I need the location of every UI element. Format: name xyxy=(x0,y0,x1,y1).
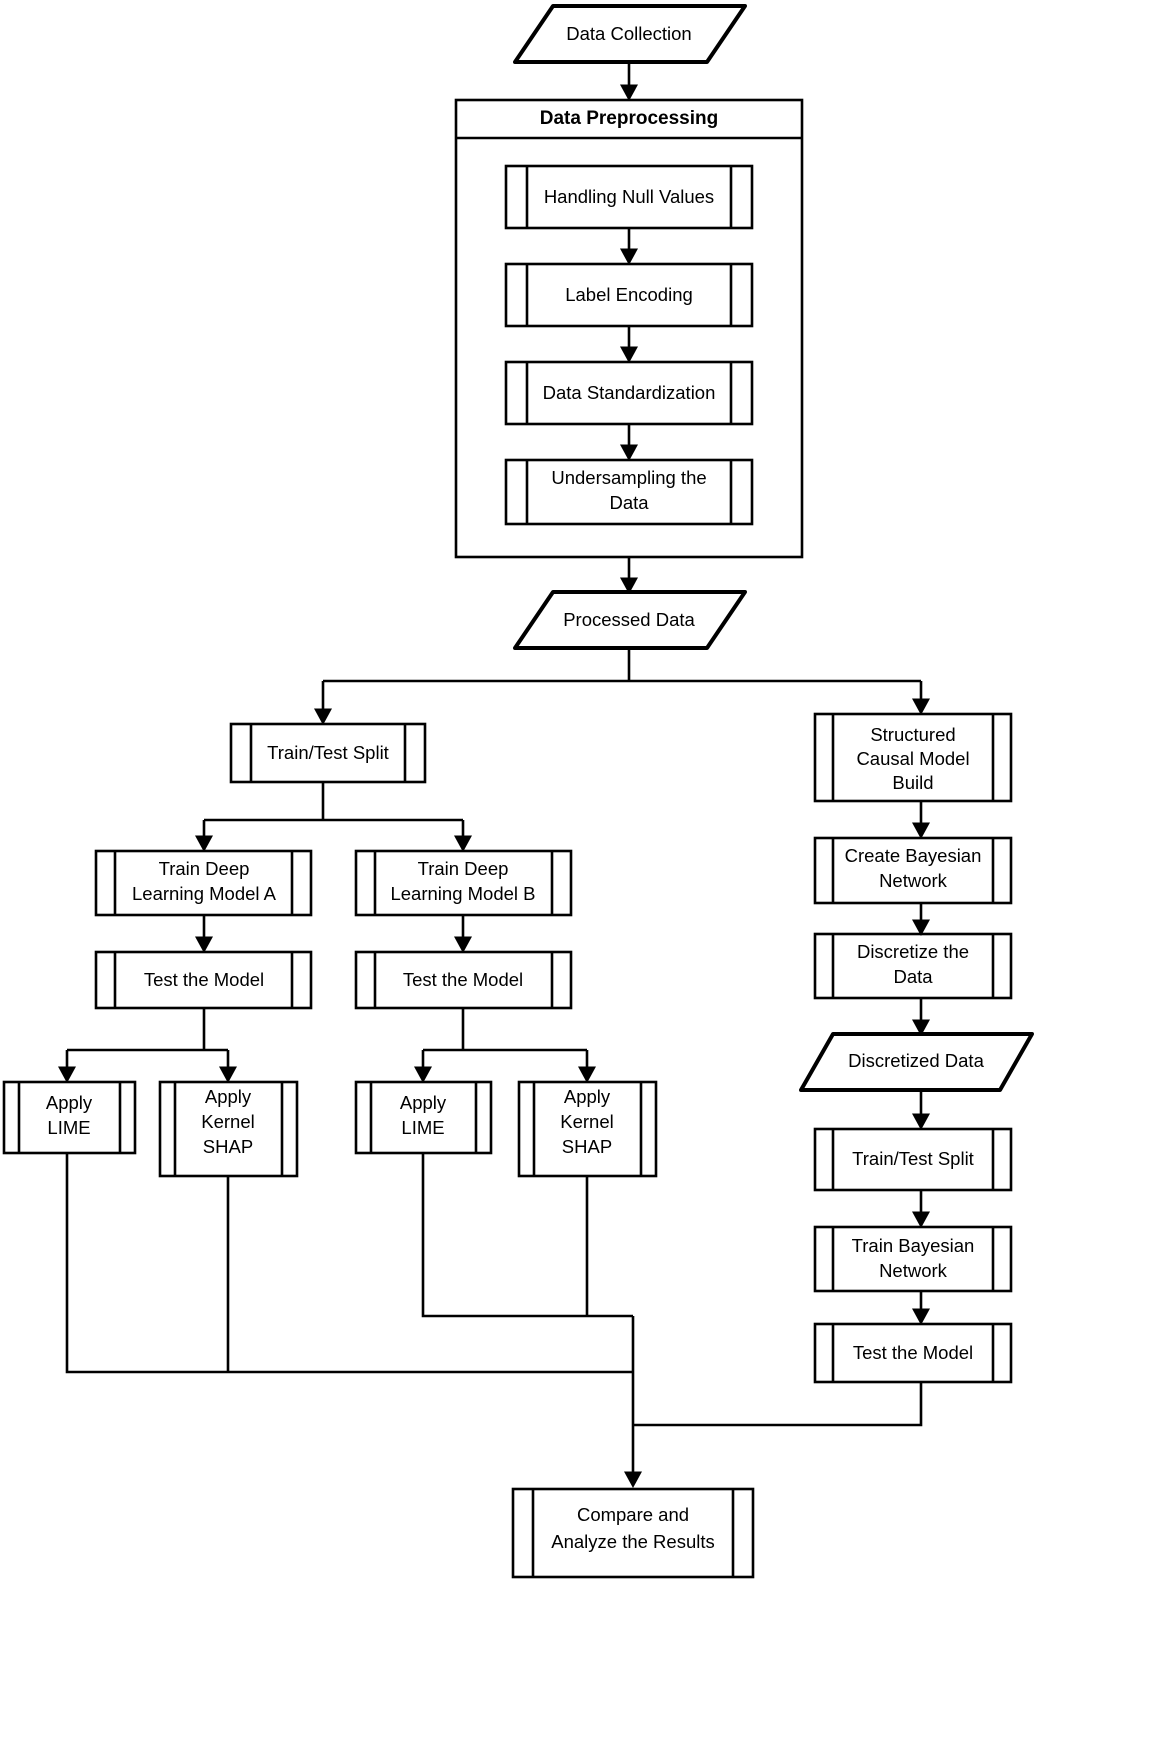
compare-and-analyze-shape xyxy=(511,1487,755,1579)
handling-null-values-shape xyxy=(504,164,754,230)
processed-data-shape xyxy=(513,590,747,650)
train-model-a-label-line1: Train Deep xyxy=(159,858,250,879)
data-collection-label: Data Collection xyxy=(566,23,691,44)
undersampling-the-data-label-line2: Data xyxy=(609,492,649,513)
train-bayesian-network-label-line2: Network xyxy=(879,1260,948,1281)
train-bayesian-network-label-line1: Train Bayesian xyxy=(852,1235,975,1256)
data-collection-shape xyxy=(513,4,747,64)
test-the-model-b-label: Test the Model xyxy=(403,969,523,990)
node-train-model-a[interactable]: Train Deep Learning Model A xyxy=(94,849,313,917)
data-preprocessing-label: Data Preprocessing xyxy=(540,108,718,129)
create-bayesian-network-label-line2: Network xyxy=(879,870,948,891)
node-compare-and-analyze[interactable]: Compare and Analyze the Results xyxy=(511,1487,755,1579)
edge-lime-b-collector xyxy=(421,1153,633,1318)
apply-kernel-shap-a-label-line1: Apply xyxy=(205,1086,252,1107)
processed-data-label: Processed Data xyxy=(563,609,695,630)
apply-kernel-shap-b-label-line3: SHAP xyxy=(562,1136,612,1157)
node-train-test-split-right[interactable]: Train/Test Split xyxy=(813,1127,1013,1192)
node-apply-lime-a[interactable]: Apply LIME xyxy=(2,1080,137,1155)
train-model-b-label-line2: Learning Model B xyxy=(390,883,535,904)
apply-kernel-shap-b-shape xyxy=(517,1080,658,1178)
data-standardization-shape xyxy=(504,360,754,426)
undersampling-the-data-shape xyxy=(504,458,754,526)
label-encoding-shape xyxy=(504,262,754,328)
node-structured-causal-model-build[interactable]: Structured Causal Model Build xyxy=(813,712,1013,803)
apply-lime-a-label-line1: Apply xyxy=(46,1092,93,1113)
node-test-the-model-a[interactable]: Test the Model xyxy=(94,950,313,1010)
node-data-preprocessing[interactable]: Data Preprocessing xyxy=(454,98,804,559)
create-bayesian-network-label-line1: Create Bayesian xyxy=(845,845,982,866)
edge-test-bn-collector xyxy=(633,1382,923,1427)
train-test-split-left-shape xyxy=(229,722,427,784)
train-bayesian-network-shape xyxy=(813,1225,1013,1293)
label-encoding-label: Label Encoding xyxy=(565,284,693,305)
data-standardization-label: Data Standardization xyxy=(543,382,716,403)
node-discretize-the-data[interactable]: Discretize the Data xyxy=(813,932,1013,1000)
node-discretized-data[interactable]: Discretized Data xyxy=(799,1032,1034,1092)
test-the-model-b-shape xyxy=(354,950,573,1010)
node-data-collection[interactable]: Data Collection xyxy=(513,4,747,64)
train-test-split-left-label: Train/Test Split xyxy=(267,742,389,763)
train-model-a-label-line2: Learning Model A xyxy=(132,883,277,904)
node-data-standardization[interactable]: Data Standardization xyxy=(504,360,754,426)
test-the-model-a-shape xyxy=(94,950,313,1010)
apply-lime-b-label-line1: Apply xyxy=(400,1092,447,1113)
discretized-data-label: Discretized Data xyxy=(848,1050,984,1071)
apply-lime-a-shape xyxy=(2,1080,137,1155)
apply-lime-b-shape xyxy=(354,1080,493,1155)
train-test-split-right-shape xyxy=(813,1127,1013,1192)
apply-lime-b-label-line2: LIME xyxy=(401,1117,444,1138)
test-the-model-a-label: Test the Model xyxy=(144,969,264,990)
node-processed-data[interactable]: Processed Data xyxy=(513,590,747,650)
train-model-a-shape xyxy=(94,849,313,917)
handling-null-values-label: Handling Null Values xyxy=(544,186,714,207)
node-apply-kernel-shap-a[interactable]: Apply Kernel SHAP xyxy=(158,1080,299,1178)
node-test-the-model-bn[interactable]: Test the Model xyxy=(813,1322,1013,1384)
apply-kernel-shap-a-label-line2: Kernel xyxy=(201,1111,254,1132)
structured-causal-model-build-label-line3: Build xyxy=(892,772,933,793)
test-the-model-bn-shape xyxy=(813,1322,1013,1384)
compare-and-analyze-label-line2: Analyze the Results xyxy=(551,1531,715,1552)
apply-kernel-shap-a-shape xyxy=(158,1080,299,1178)
edge-lime-a-collector xyxy=(65,1153,633,1374)
compare-and-analyze-label-line1: Compare and xyxy=(577,1504,689,1525)
train-model-b-label-line1: Train Deep xyxy=(418,858,509,879)
apply-kernel-shap-b-label-line2: Kernel xyxy=(560,1111,613,1132)
node-train-bayesian-network[interactable]: Train Bayesian Network xyxy=(813,1225,1013,1293)
structured-causal-model-build-shape xyxy=(813,712,1013,803)
train-test-split-right-label: Train/Test Split xyxy=(852,1148,974,1169)
node-apply-kernel-shap-b[interactable]: Apply Kernel SHAP xyxy=(517,1080,658,1178)
apply-kernel-shap-a-label-line3: SHAP xyxy=(203,1136,253,1157)
structured-causal-model-build-label-line1: Structured xyxy=(870,724,955,745)
node-test-the-model-b[interactable]: Test the Model xyxy=(354,950,573,1010)
node-handling-null-values[interactable]: Handling Null Values xyxy=(504,164,754,230)
node-create-bayesian-network[interactable]: Create Bayesian Network xyxy=(813,836,1013,905)
test-the-model-bn-label: Test the Model xyxy=(853,1342,973,1363)
discretize-the-data-label-line1: Discretize the xyxy=(857,941,969,962)
node-train-test-split-left[interactable]: Train/Test Split xyxy=(229,722,427,784)
discretized-data-shape xyxy=(799,1032,1034,1092)
discretize-the-data-label-line2: Data xyxy=(893,966,933,987)
train-model-b-shape xyxy=(354,849,573,917)
node-undersampling-the-data[interactable]: Undersampling the Data xyxy=(504,458,754,526)
discretize-the-data-shape xyxy=(813,932,1013,1000)
data-preprocessing-container xyxy=(454,98,804,559)
apply-lime-a-label-line2: LIME xyxy=(47,1117,90,1138)
edge-layer xyxy=(57,64,931,1489)
undersampling-the-data-label-line1: Undersampling the xyxy=(551,467,706,488)
node-train-model-b[interactable]: Train Deep Learning Model B xyxy=(354,849,573,917)
structured-causal-model-build-label-line2: Causal Model xyxy=(856,748,969,769)
node-apply-lime-b[interactable]: Apply LIME xyxy=(354,1080,493,1155)
create-bayesian-network-shape xyxy=(813,836,1013,905)
apply-kernel-shap-b-label-line1: Apply xyxy=(564,1086,611,1107)
node-label-encoding[interactable]: Label Encoding xyxy=(504,262,754,328)
